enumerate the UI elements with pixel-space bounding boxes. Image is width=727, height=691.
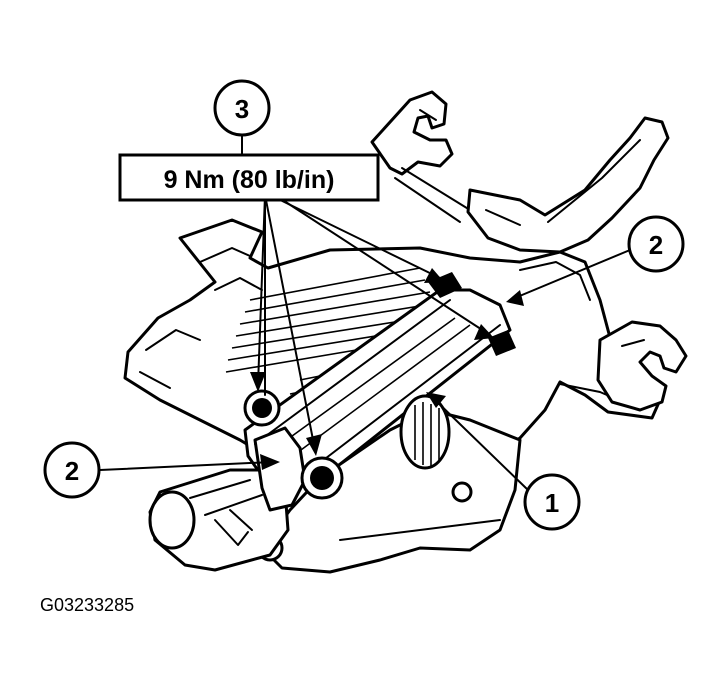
shaft-connector-end <box>148 468 290 572</box>
callout-2-right: 2 <box>627 215 685 273</box>
figure-id: G03233285 <box>40 595 135 615</box>
bolt-left-upper <box>243 389 281 427</box>
torque-label-text: 9 Nm (80 lb/in) <box>164 166 335 194</box>
arrow-heads <box>250 268 524 470</box>
upper-fork-arm <box>370 90 471 223</box>
torque-label-box: 9 Nm (80 lb/in) <box>118 153 380 202</box>
callout-2-left-text: 2 <box>65 456 79 486</box>
callout-2-right-text: 2 <box>649 230 663 260</box>
callout-1-text: 1 <box>545 488 559 518</box>
callout-3-text: 3 <box>235 94 249 124</box>
leader-lines <box>99 194 631 491</box>
shaft-collar <box>253 426 307 512</box>
callout-3: 3 <box>213 79 271 156</box>
bolt-upper-right-2 <box>488 330 516 356</box>
bolt-left-lower <box>300 456 344 500</box>
tilt-lever <box>466 116 670 254</box>
callout-1: 1 <box>523 473 581 531</box>
callout-2-left: 2 <box>43 441 101 499</box>
right-fork-arm <box>596 320 688 412</box>
